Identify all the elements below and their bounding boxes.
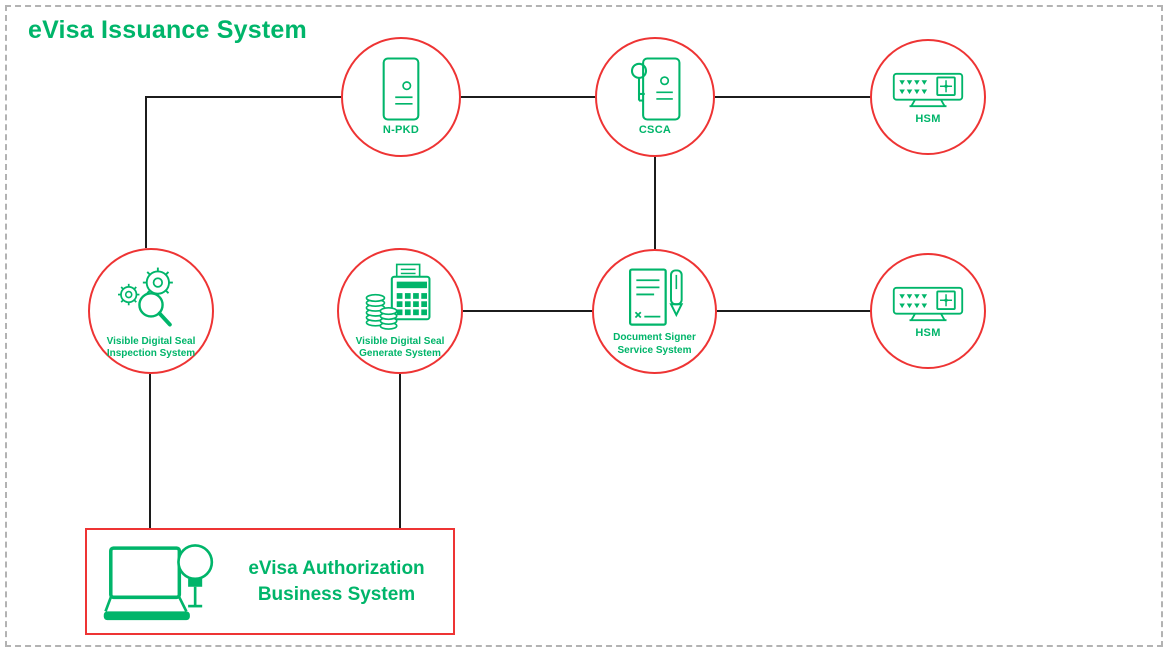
document-pen-icon <box>623 266 687 330</box>
connector-generate-docsigner <box>463 310 593 312</box>
coins-calculator-icon <box>364 262 436 334</box>
node-doc-signer-label-line2: Service System <box>617 344 692 356</box>
connector-npkd-left-horizontal <box>146 96 342 98</box>
connector-csca-docsigner-vertical <box>654 157 656 249</box>
node-vds-generate: Visible Digital Seal Generate System <box>337 248 463 374</box>
node-npkd-label: N-PKD <box>382 124 420 137</box>
node-hsm-bottom: HSM <box>870 253 986 369</box>
node-vds-inspection-label-line1: Visible Digital Seal <box>106 335 196 347</box>
connector-inspection-businessbox-vertical <box>149 374 151 528</box>
node-vds-generate-label-line2: Generate System <box>359 348 441 359</box>
connector-docsigner-hsm-bottom <box>717 310 871 312</box>
hsm-device-icon <box>891 68 965 111</box>
page-title: eVisa Issuance System <box>28 16 307 44</box>
connector-npkd-csca <box>461 96 596 98</box>
connector-left-vertical-to-inspection <box>145 96 147 248</box>
node-vds-generate-label-line1: Visible Digital Seal <box>355 335 445 347</box>
node-hsm-bottom-label: HSM <box>915 326 941 339</box>
connector-csca-hsm-top <box>715 96 871 98</box>
node-vds-inspection: Visible Digital Seal Inspection System <box>88 248 214 374</box>
node-vds-inspection-label-line2: Inspection System <box>106 348 196 359</box>
node-npkd: N-PKD <box>341 37 461 157</box>
node-hsm-top-label: HSM <box>915 112 941 125</box>
laptop-lightbulb-icon <box>87 532 232 631</box>
node-doc-signer: Document Signer Service System <box>592 249 717 374</box>
business-system-label-line2: Business System <box>257 583 416 605</box>
node-csca-label: CSCA <box>638 124 672 137</box>
business-system-label-line1: eVisa Authorization <box>248 557 425 579</box>
business-system-box: eVisa Authorization Business System <box>85 528 455 635</box>
connector-generate-businessbox-vertical <box>399 374 401 528</box>
hsm-device-icon <box>891 282 965 325</box>
node-doc-signer-label-line1: Document Signer <box>613 332 696 343</box>
node-hsm-top: HSM <box>870 39 986 155</box>
gears-magnifier-icon <box>115 262 187 334</box>
server-icon <box>381 56 421 122</box>
node-csca: CSCA <box>595 37 715 157</box>
business-system-label: eVisa Authorization Business System <box>232 556 453 607</box>
key-server-icon <box>629 56 682 122</box>
